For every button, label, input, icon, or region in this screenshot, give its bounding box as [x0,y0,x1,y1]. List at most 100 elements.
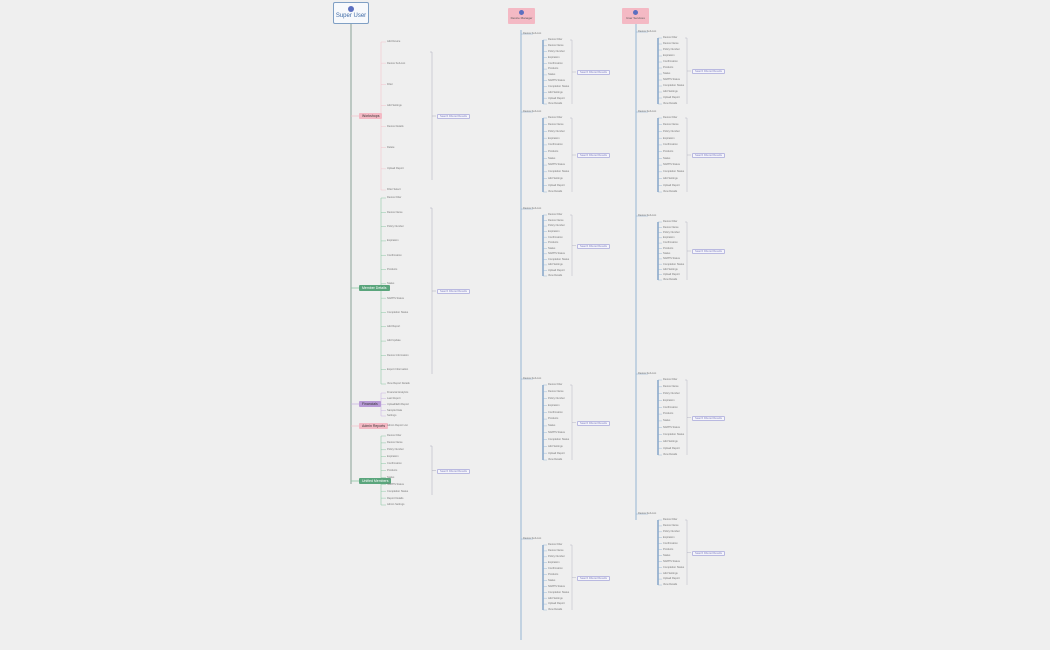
node-item[interactable]: Device Filter [387,434,402,438]
node-item[interactable]: NAPPS Status [387,296,404,300]
summary-node[interactable]: Search Filtered Results [437,468,470,474]
node-item[interactable]: Expiration [548,55,560,59]
node-item[interactable]: Device Filter [663,220,678,224]
node-item[interactable]: Products [548,572,559,576]
node-item[interactable]: Expiration [548,561,560,565]
node-item[interactable]: Add Settings [548,263,563,267]
node-item[interactable]: View Details [663,190,678,194]
node-item[interactable]: Confirmation [548,567,563,571]
node-item[interactable]: Filter Select [387,188,401,192]
node-item[interactable]: Completion Status [548,590,570,594]
node-item[interactable]: Products [387,267,398,271]
node-item[interactable]: Upload/Edit Report [387,402,409,406]
node-item[interactable]: Products [663,246,674,250]
node-item[interactable]: Add Settings [663,176,678,180]
node-item[interactable]: Completion Status [548,257,570,261]
summary-node[interactable]: Search Filtered Results [577,70,610,75]
node-item[interactable]: NAPPS Status [548,79,565,83]
node-item[interactable]: Products [387,468,398,472]
node-item[interactable]: Device Name [663,225,679,229]
node-item[interactable]: Completion Status [548,437,570,441]
node-item[interactable]: Add Settings [548,596,563,600]
summary-node[interactable]: Search Filtered Results [437,289,470,294]
node-item[interactable]: Admin Report List [387,424,408,428]
node-item[interactable]: Add Settings [387,103,402,107]
node-item[interactable]: Last Report [387,397,401,401]
node-item[interactable]: Device Name [548,218,564,222]
node-item[interactable]: Add Settings [663,571,678,575]
node-item[interactable]: Expiration [663,536,675,540]
node-item[interactable]: Upload Report [663,273,680,277]
node-item[interactable]: Confirmation [663,241,678,245]
node-item[interactable]: Add Settings [663,439,678,443]
node-item[interactable]: Status [548,246,556,250]
node-item[interactable]: NAPPS Status [387,482,404,486]
node-item[interactable]: View Details [548,458,563,462]
node-item[interactable]: Add Device [387,40,401,44]
node-item[interactable]: Admin Settings [387,503,405,507]
node-item[interactable]: Products [663,66,674,70]
node-item[interactable]: Upload Report [663,577,680,581]
node-item[interactable]: Device Name [548,549,564,553]
node-item[interactable]: Device Sub-List [387,61,406,65]
node-item[interactable]: Upload Report [663,96,680,100]
node-item[interactable]: Upload Report [387,167,404,171]
node-item[interactable]: Products [663,150,674,154]
node-item[interactable]: NAPPS Status [663,559,680,563]
node-item[interactable]: Add Report [387,325,401,329]
node-item[interactable]: NAPPS Status [548,163,565,167]
summary-node[interactable]: Search Filtered Results [692,249,725,254]
node-item[interactable]: Status [548,424,556,428]
node-item[interactable]: Expiration [387,239,399,243]
node-item[interactable]: Expiration [663,236,675,240]
node-item[interactable]: Device Sub-List [523,377,542,380]
node-item[interactable]: Policy Number [548,555,565,559]
node-item[interactable]: Policy Number [387,225,404,228]
node-item[interactable]: Upload Report [548,268,565,272]
node-item[interactable]: Upload Report [548,451,565,455]
node-item[interactable]: Confirmation [548,410,563,414]
node-item[interactable]: Device Details [387,124,404,128]
node-item[interactable]: Device Name [387,441,403,445]
node-item[interactable]: Confirmation [548,235,563,239]
node-item[interactable]: Completion Status [663,262,685,266]
summary-node[interactable]: Search Filtered Results [692,69,725,74]
node-item[interactable]: Confirmation [387,462,402,465]
node-item[interactable]: Add Settings [548,444,563,448]
node-item[interactable]: Device Filter [548,116,563,120]
node-item[interactable]: View Details [663,102,678,106]
node-item[interactable]: Completion Status [387,489,409,493]
node-item[interactable]: NAPPS Status [663,78,680,82]
summary-node[interactable]: Search Filtered Results [692,415,725,421]
node-item[interactable]: Add Update [387,339,401,343]
node-item[interactable]: Device Sub-List [638,372,657,375]
node-item[interactable]: Add Settings [663,267,678,271]
node-item[interactable]: Device Sub-List [523,207,542,210]
node-item[interactable]: Policy Number [548,50,565,54]
node-item[interactable]: Expiration [548,230,560,234]
header-node-2[interactable]: User Services [622,8,649,24]
node-item[interactable]: Policy Number [548,129,565,133]
node-item[interactable]: View Details [663,583,678,587]
node-item[interactable]: Status [663,419,671,423]
node-item[interactable]: Report Details [387,496,404,500]
node-item[interactable]: Device Filter [387,196,402,200]
node-item[interactable]: Device Name [663,524,679,528]
node-item[interactable]: Completion Status [663,84,685,88]
node-item[interactable]: Device Sub-List [523,32,542,35]
node-item[interactable]: Confirmation [548,61,563,65]
node-item[interactable]: Device Name [663,123,679,127]
node-item[interactable]: View Details [548,102,563,106]
node-item[interactable]: NAPPS Status [663,163,680,167]
node-item[interactable]: NAPPS Status [548,431,565,435]
node-item[interactable]: View Details [663,278,678,282]
node-item[interactable]: NAPPS Status [548,252,565,256]
node-item[interactable]: Status [387,475,395,479]
node-item[interactable]: Products [548,241,559,245]
branch-admin-reports[interactable]: Admin Reports [359,423,389,429]
node-item[interactable]: Upload Report [663,446,680,450]
node-item[interactable]: Completion Status [387,310,409,314]
summary-node[interactable]: Search Filtered Results [692,550,725,556]
node-item[interactable]: Policy Number [548,224,565,228]
node-item[interactable]: Status [548,578,556,582]
